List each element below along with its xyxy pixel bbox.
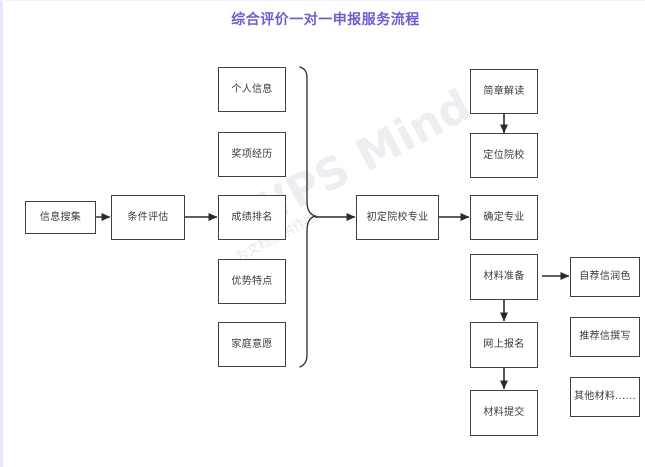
node-locate-school[interactable]: 定位院校 — [470, 133, 538, 178]
node-other-material[interactable]: 其他材料...... — [570, 377, 640, 417]
node-personal-info[interactable]: 个人信息 — [218, 67, 286, 112]
node-prelim-major[interactable]: 初定院校专业 — [356, 195, 439, 240]
node-condition-eval[interactable]: 条件评估 — [111, 195, 185, 240]
node-confirm-major[interactable]: 确定专业 — [470, 195, 538, 240]
node-recommend-letter[interactable]: 推荐信撰写 — [570, 317, 640, 357]
node-self-letter[interactable]: 自荐信润色 — [570, 257, 640, 297]
node-online-apply[interactable]: 网上报名 — [470, 322, 538, 368]
node-brochure-read[interactable]: 简章解读 — [470, 69, 538, 114]
node-award-history[interactable]: 奖项经历 — [218, 132, 286, 177]
connector-layer — [96, 66, 570, 390]
node-family-will[interactable]: 家庭意愿 — [218, 322, 286, 367]
node-advantage[interactable]: 优势特点 — [218, 259, 286, 304]
node-score-rank[interactable]: 成绩排名 — [218, 195, 286, 240]
node-material-submit[interactable]: 材料提交 — [470, 390, 538, 436]
page-title: 综合评价一对一申报服务流程 — [231, 12, 420, 28]
node-material-prep[interactable]: 材料准备 — [470, 254, 538, 300]
node-info-gather[interactable]: 信息搜集 — [25, 201, 96, 234]
